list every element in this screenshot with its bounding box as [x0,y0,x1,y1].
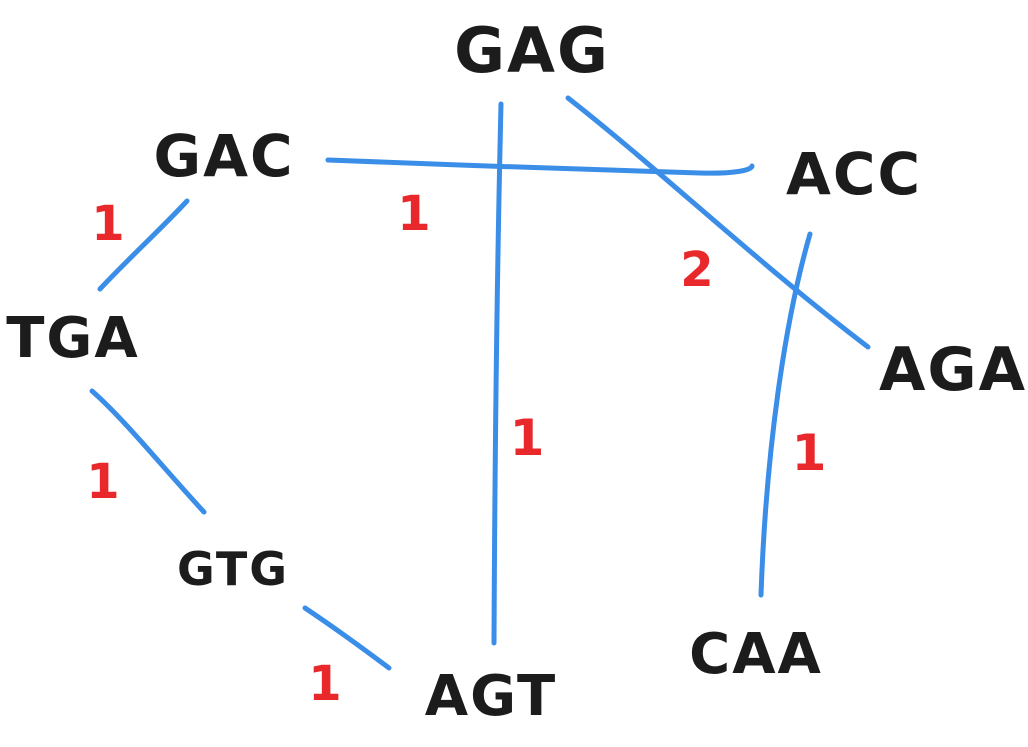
nodes-group: GAG GAC ACC TGA AGA GTG AGT CAA [6,14,1027,729]
node-gtg: GTG [177,542,289,596]
weight-label-gag-aga: 2 [680,242,713,298]
weight-label-gac-tga: 1 [91,196,124,252]
weights-group: 1 1 1 2 1 1 1 [86,186,826,712]
edge-gac-tga [97,198,190,292]
node-gac: GAC [153,122,294,190]
edge-gtg-agt [302,605,392,671]
node-caa: CAA [689,622,823,687]
weight-label-acc-caa: 1 [792,424,827,482]
weight-label-gtg-agt: 1 [308,656,341,712]
weight-label-tga-gtg: 1 [86,454,119,510]
node-aga: AGA [879,335,1027,405]
weight-label-gag-agt: 1 [510,409,545,467]
edge-tga-gtg [89,388,207,515]
edge-gag-aga [565,95,871,350]
weight-label-gac-acc: 1 [397,186,430,242]
edges-group [89,95,871,671]
node-tga: TGA [6,306,140,371]
edge-gac-acc [325,157,755,176]
node-agt: AGT [425,664,558,729]
edge-gag-agt [491,101,504,646]
node-acc: ACC [786,140,922,208]
edge-acc-caa [758,231,813,598]
node-gag: GAG [454,14,610,87]
